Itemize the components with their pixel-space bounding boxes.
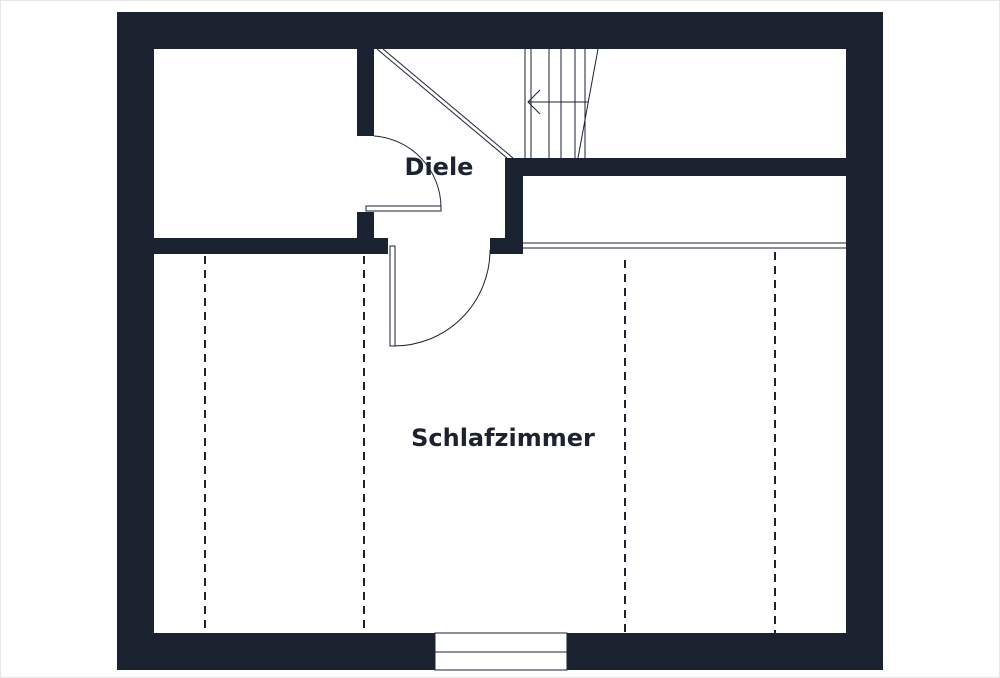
staircase bbox=[376, 48, 599, 159]
outer-wall-top bbox=[117, 12, 883, 49]
wall-left-room-bottom bbox=[154, 238, 388, 254]
door-diele-left bbox=[365, 135, 442, 212]
wall-diele-right-stub bbox=[490, 238, 523, 254]
walls bbox=[117, 12, 883, 670]
window-bottom bbox=[434, 632, 568, 671]
outer-wall-bottom-left bbox=[117, 633, 435, 670]
wall-diele-right bbox=[505, 158, 523, 254]
wall-stair-bottom bbox=[505, 158, 846, 176]
wardrobe-line bbox=[523, 242, 846, 249]
wall-diele-left-lower bbox=[357, 212, 374, 254]
outer-wall-right bbox=[846, 12, 883, 670]
outer-wall-left bbox=[117, 12, 154, 670]
wall-diele-left-upper bbox=[357, 49, 374, 136]
door-diele-bedroom bbox=[389, 245, 491, 347]
room-label-schlafzimmer: Schlafzimmer bbox=[411, 424, 595, 452]
stair-arrow-icon bbox=[527, 89, 541, 115]
slope-lines bbox=[204, 252, 776, 633]
outer-wall-bottom-right bbox=[567, 633, 883, 670]
room-label-diele: Diele bbox=[405, 153, 474, 181]
